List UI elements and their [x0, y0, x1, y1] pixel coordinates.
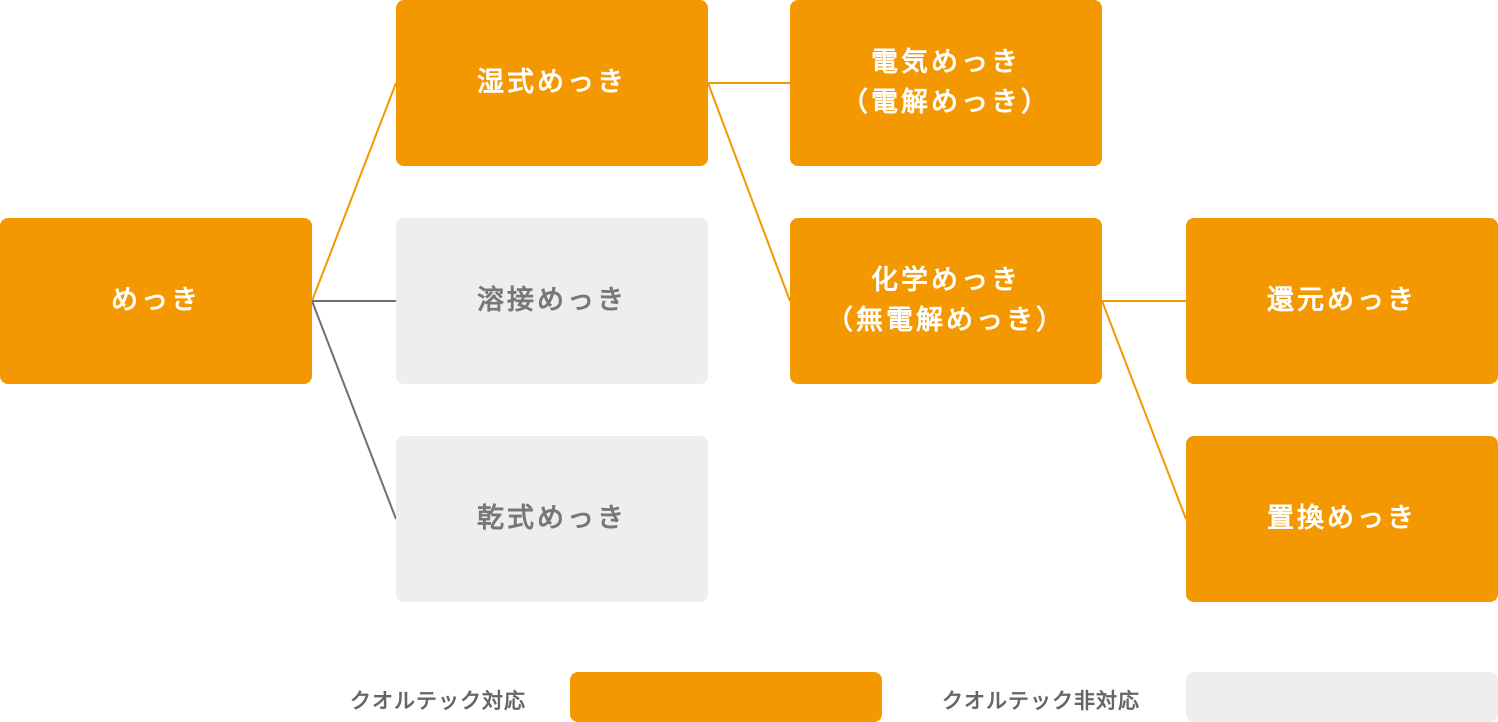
legend-supported-swatch	[570, 672, 882, 722]
node-label: 湿式めっき	[477, 67, 627, 98]
node-electroplating: 電気めっき （電解めっき）	[790, 0, 1102, 166]
node-dry-plating: 乾式めっき	[396, 436, 708, 602]
connector-chemical-displacement	[1101, 300, 1187, 520]
node-plating: めっき	[0, 218, 312, 384]
connector-root-wet	[311, 82, 397, 302]
legend-unsupported-swatch	[1186, 672, 1498, 722]
node-label: 乾式めっき	[477, 503, 627, 534]
node-label: 還元めっき	[1267, 285, 1417, 316]
connector-root-dry	[311, 300, 397, 520]
node-label: 置換めっき	[1267, 503, 1417, 534]
node-label: 電気めっき （電解めっき）	[841, 47, 1051, 118]
legend-unsupported-label: クオルテック非対応	[942, 689, 1140, 713]
node-displacement-plating: 置換めっき	[1186, 436, 1498, 602]
node-label: めっき	[111, 285, 201, 316]
node-hot-dip-plating: 溶接めっき	[396, 218, 708, 384]
legend-supported-label: クオルテック対応	[350, 689, 526, 713]
node-wet-plating: 湿式めっき	[396, 0, 708, 166]
node-label: 溶接めっき	[477, 285, 627, 316]
node-chemical-plating: 化学めっき （無電解めっき）	[790, 218, 1102, 384]
connector-wet-chemical	[707, 82, 791, 302]
node-reduction-plating: 還元めっき	[1186, 218, 1498, 384]
node-label: 化学めっき （無電解めっき）	[826, 265, 1066, 336]
